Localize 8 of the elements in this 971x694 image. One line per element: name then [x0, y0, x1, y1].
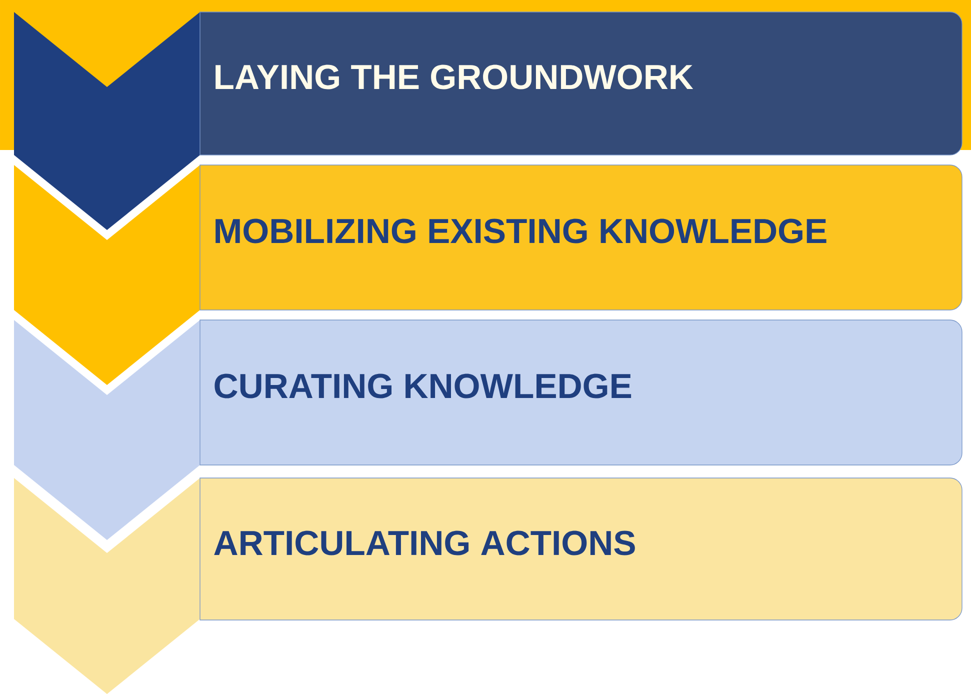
chevron-shape: [14, 165, 200, 385]
step-box: LAYING THE GROUNDWORK: [200, 12, 962, 156]
chevron-shape: [14, 478, 200, 694]
step-box: MOBILIZING EXISTING KNOWLEDGE: [200, 164, 962, 310]
chevron-shape: [14, 320, 200, 540]
step-box: ARTICULATING ACTIONS: [200, 478, 962, 620]
step-box: CURATING KNOWLEDGE: [200, 320, 962, 466]
chevron-shape: [14, 12, 200, 230]
